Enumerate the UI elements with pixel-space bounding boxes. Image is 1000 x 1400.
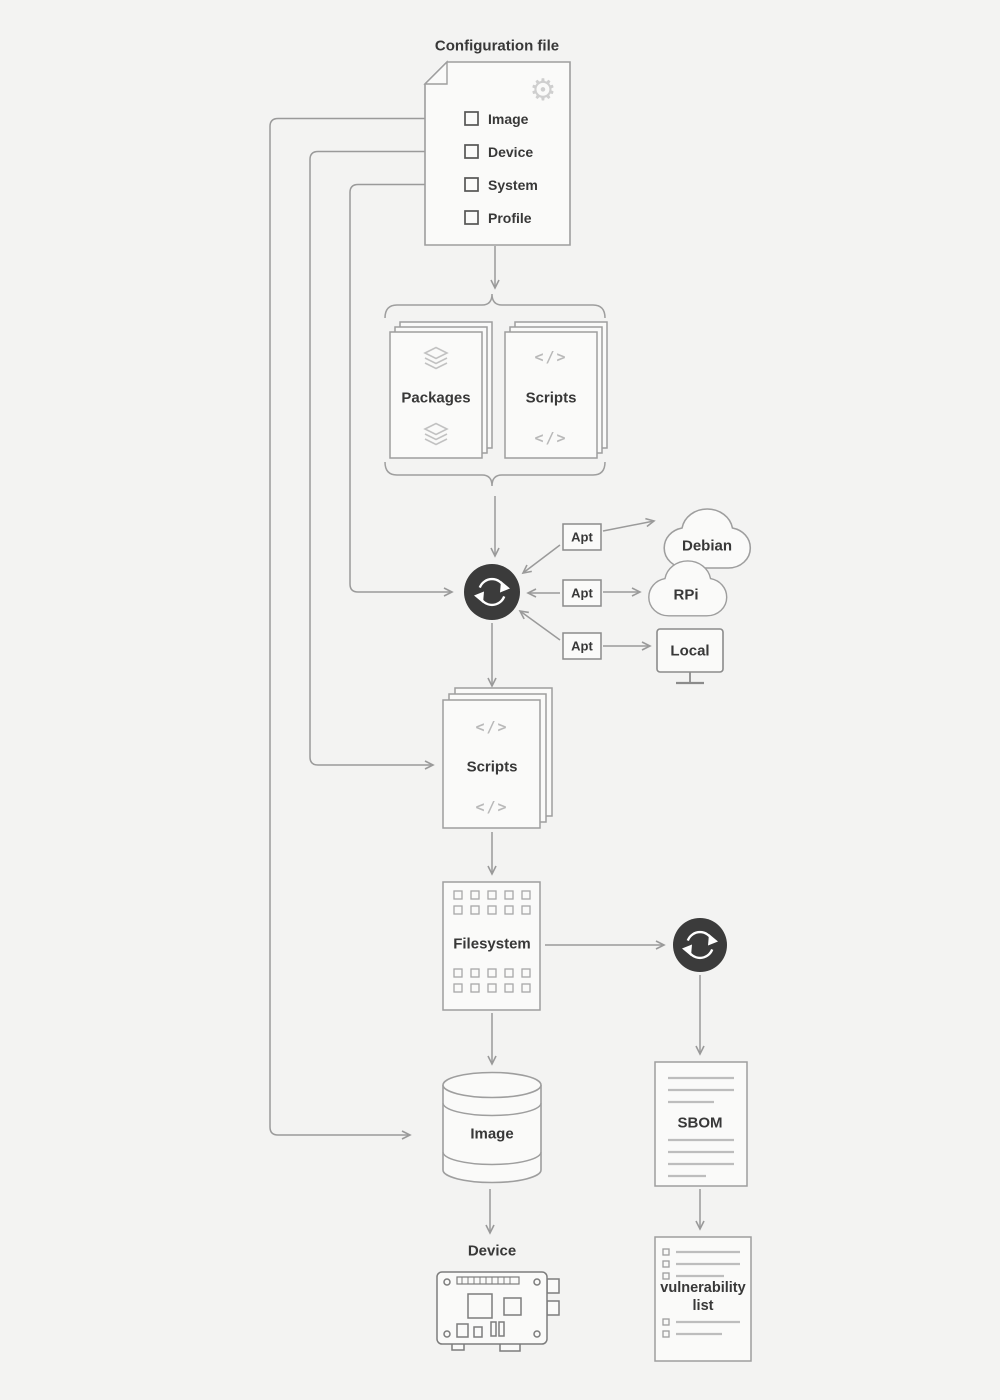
sbom-doc <box>654 1061 748 1187</box>
config-item-system: System <box>488 176 538 193</box>
code-icon: </> <box>475 798 509 816</box>
config-file-doc <box>423 60 571 246</box>
sbom-text-lines <box>668 1076 734 1178</box>
apt-label-2: Apt <box>571 585 593 601</box>
vulnerability-doc <box>654 1236 752 1362</box>
connector-image-loop <box>269 117 465 1140</box>
apt-boxes <box>562 523 602 660</box>
layers-icon <box>423 346 449 370</box>
image-label: Image <box>470 1125 514 1143</box>
raspberry-pi-icon <box>436 1271 560 1352</box>
rpi-cloud-icon <box>648 560 728 617</box>
filesystem-doc <box>442 881 541 1011</box>
filesystem-grid-icon <box>453 890 531 993</box>
vulnerability-list-bullets <box>662 1248 670 1338</box>
config-item-device: Device <box>488 143 534 160</box>
connector-apt1-to-debian <box>602 517 656 532</box>
brace-group <box>384 293 606 487</box>
connector-system-loop <box>349 183 465 597</box>
folded-corner <box>423 60 448 85</box>
packages-label: Packages <box>401 389 471 407</box>
rpi-label: RPi <box>673 586 699 604</box>
code-icon: </> <box>534 429 568 447</box>
config-file-title: Configuration file <box>434 37 560 55</box>
apt-box-3 <box>562 632 602 660</box>
image-cylinder-icon <box>442 1071 542 1184</box>
apt-box-1 <box>562 523 602 551</box>
checkbox-image <box>464 111 479 126</box>
apt-label-1: Apt <box>571 529 593 545</box>
local-monitor-icon <box>656 628 724 685</box>
code-icon: </> <box>534 348 568 366</box>
connector-apt1-to-sync <box>521 544 561 575</box>
connector-apt3-to-sync <box>518 609 561 641</box>
config-item-profile: Profile <box>488 209 532 226</box>
sync-icon-2 <box>673 918 727 972</box>
vulnerability-list-rows <box>676 1250 740 1336</box>
debian-label: Debian <box>681 537 733 555</box>
apt-label-3: Apt <box>571 638 593 654</box>
vulnerability-list-label: vulnerability list <box>660 1279 746 1314</box>
config-item-image: Image <box>488 110 529 127</box>
layers-icon <box>423 422 449 446</box>
brace-top <box>384 293 606 319</box>
apt-box-2 <box>562 579 602 607</box>
packages-doc <box>389 321 493 459</box>
debian-cloud-icon <box>663 508 752 569</box>
gear-icon: ⚙ <box>529 74 557 107</box>
device-label: Device <box>467 1242 517 1260</box>
connector-device-loop <box>309 150 465 770</box>
filesystem-label: Filesystem <box>453 935 531 953</box>
local-label: Local <box>670 642 710 660</box>
scripts-label: Scripts <box>466 758 518 776</box>
brace-bottom <box>384 461 606 487</box>
scripts-doc <box>442 687 553 829</box>
checkbox-system <box>464 177 479 192</box>
scripts-doc-group <box>504 321 608 459</box>
sbom-label: SBOM <box>677 1114 723 1132</box>
code-icon: </> <box>475 718 509 736</box>
scripts-group-label: Scripts <box>525 389 577 407</box>
checkbox-profile <box>464 210 479 225</box>
sync-icon <box>464 564 520 620</box>
checkbox-device <box>464 144 479 159</box>
connectors <box>269 117 705 1235</box>
